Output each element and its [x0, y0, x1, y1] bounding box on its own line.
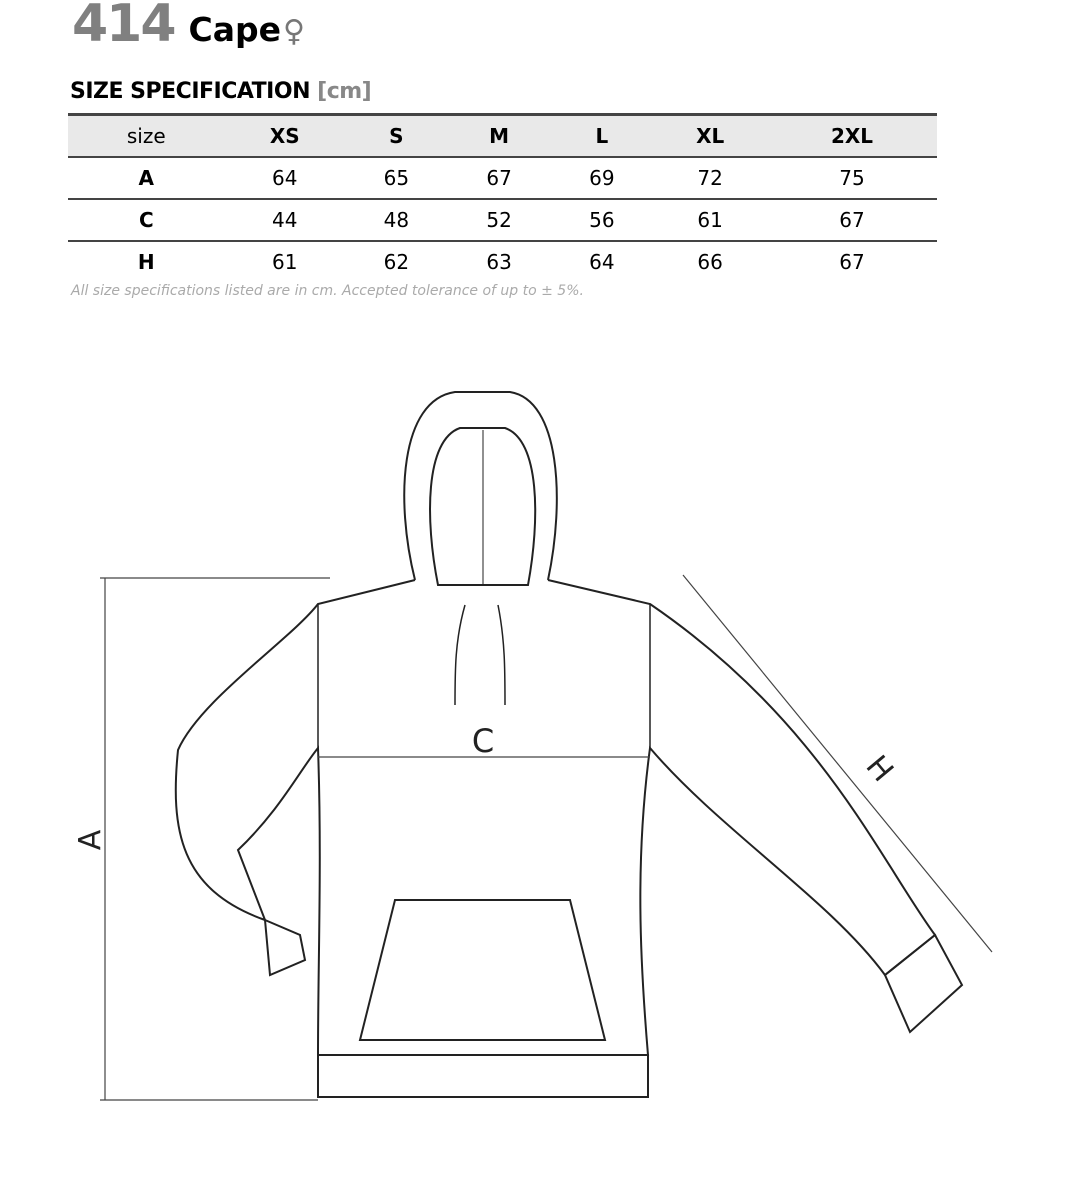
- kangaroo-pocket: [358, 899, 607, 1041]
- cell-value: 61: [272, 250, 298, 274]
- hoodie-body: [174, 579, 937, 1056]
- label-c: C: [472, 722, 494, 760]
- left-sleeve-inner: [317, 604, 651, 748]
- right-cuff: [883, 933, 964, 1034]
- table-row: H 61 62 63 64 66 67: [68, 241, 937, 282]
- cell-value: 63: [486, 250, 512, 274]
- left-cuff: [263, 918, 307, 977]
- female-icon: ♀: [283, 14, 306, 49]
- column-header: M: [489, 124, 510, 148]
- cell-value: 75: [839, 166, 865, 190]
- row-label: C: [138, 208, 154, 232]
- product-name: Cape: [188, 10, 282, 49]
- hem-rib: [317, 1054, 649, 1098]
- cell-value: 48: [383, 208, 410, 232]
- column-header: S: [389, 124, 404, 148]
- column-header: XS: [269, 124, 300, 148]
- drawstrings: [454, 604, 506, 706]
- table-header-row: size XS S M L XL 2XL: [68, 114, 937, 157]
- cell-value: 66: [697, 250, 723, 274]
- measure-h-line: [682, 574, 993, 953]
- cell-value: 44: [272, 208, 298, 232]
- section-title-text: SIZE SPECIFICATION: [70, 79, 310, 104]
- row-label: H: [137, 250, 155, 274]
- section-title: SIZE SPECIFICATION [cm]: [70, 79, 372, 104]
- column-header: size: [126, 124, 166, 148]
- tolerance-note: All size specifications listed are in cm…: [71, 283, 584, 299]
- label-a: A: [73, 829, 108, 850]
- cell-value: 64: [589, 250, 615, 274]
- cell-value: 64: [272, 166, 298, 190]
- row-label: A: [138, 166, 155, 190]
- table-row: A 64 65 67 69 72 75: [68, 157, 937, 199]
- cell-value: 72: [697, 166, 723, 190]
- column-header: 2XL: [830, 124, 874, 148]
- product-title: 414 Cape ♀: [72, 0, 305, 54]
- cell-value: 67: [839, 208, 865, 232]
- product-number: 414: [72, 0, 177, 54]
- cell-value: 67: [486, 166, 512, 190]
- cell-value: 65: [383, 166, 410, 190]
- cell-value: 56: [589, 208, 615, 232]
- table-row: C 44 48 52 56 61 67: [68, 199, 937, 241]
- section-unit: [cm]: [317, 79, 372, 104]
- cell-value: 62: [383, 250, 410, 274]
- hood-opening: [429, 427, 537, 586]
- column-header: L: [595, 124, 609, 148]
- cell-value: 67: [839, 250, 865, 274]
- label-h: H: [859, 749, 900, 789]
- cell-value: 61: [697, 208, 723, 232]
- cell-value: 52: [486, 208, 512, 232]
- column-header: XL: [696, 124, 725, 148]
- cell-value: 69: [589, 166, 615, 190]
- hood: [403, 391, 558, 581]
